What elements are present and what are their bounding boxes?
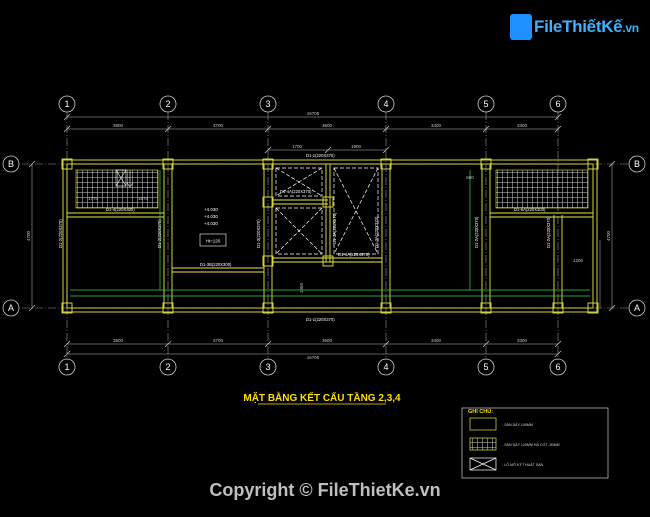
logo-badge-icon bbox=[510, 14, 532, 40]
level-note-1: +4.030 bbox=[204, 207, 218, 212]
dim-span-1-2-top: 3800 bbox=[113, 123, 124, 128]
legend-item-1: - SÀN DÀY 100MM bbox=[502, 423, 533, 427]
axis-label-col-5-bottom: 5 bbox=[483, 362, 488, 372]
left-opening bbox=[115, 169, 134, 188]
axis-label-col-4-top: 4 bbox=[383, 99, 388, 109]
beam-label-left-vertical: D1-2(220X370) bbox=[58, 219, 63, 248]
dim-local-1050: 1050 bbox=[299, 282, 304, 293]
axis-label-col-1-top: 1 bbox=[64, 99, 69, 109]
dimension-texts: 16700 3800 3700 3600 3400 3300 1700 1900… bbox=[26, 111, 611, 360]
legend-item-3: - LỖ MỞ KỸ THUẬT SÀN bbox=[502, 462, 543, 467]
dim-span-3-4-bottom: 3600 bbox=[322, 338, 333, 343]
axis-label-col-6-bottom: 6 bbox=[555, 362, 560, 372]
legend: GHI CHÚ: - SÀN DÀY 100MM - SÀN DÀY 120MM… bbox=[461, 407, 609, 479]
stair-openings bbox=[275, 167, 379, 255]
axis-label-col-1-bottom: 1 bbox=[64, 362, 69, 372]
slab-tag-text: Ht=120 bbox=[206, 239, 221, 244]
axis-label-col-4-bottom: 4 bbox=[383, 362, 388, 372]
beam-label-room2-bottom: D1-3B(220X300) bbox=[200, 262, 232, 267]
beam-label-col2-vertical: D1-2(220X370) bbox=[157, 219, 162, 248]
dim-span-5-6-top: 3300 bbox=[517, 123, 528, 128]
beam-label-top-mid: D1-1(220X370) bbox=[306, 153, 335, 158]
dim-span-1-2-bottom: 3800 bbox=[113, 338, 124, 343]
dim-overall-top: 16700 bbox=[307, 111, 320, 116]
legend-title: GHI CHÚ: bbox=[468, 408, 493, 415]
dim-stair-split-1: 1700 bbox=[292, 144, 303, 149]
copyright-watermark: Copyright © FileThietKe.vn bbox=[209, 480, 441, 500]
legend-swatch-slab-120 bbox=[469, 437, 497, 451]
beam-labels: D1-1(220X370) D1-1(220X370) D1-4A(220X37… bbox=[58, 153, 551, 322]
secondary-beams bbox=[70, 170, 590, 297]
beam-label-mid-left-vertical: D1-3(220X370) bbox=[256, 219, 261, 248]
axis-bubbles-bottom bbox=[58, 358, 567, 376]
beam-label-right-room: D1-5A(220X300) bbox=[514, 207, 546, 212]
dim-span-4-5-top: 3400 bbox=[431, 123, 442, 128]
legend-swatch-slab-100 bbox=[469, 417, 497, 431]
dim-vertical-left: 4700 bbox=[26, 230, 31, 241]
drawing-title: MẶT BẰNG KẾT CẤU TẦNG 2,3,4 bbox=[243, 391, 401, 404]
beam-label-stair-vertical: D1-3A(220X370) bbox=[332, 212, 337, 244]
dim-vertical-right: 4700 bbox=[606, 230, 611, 241]
axis-label-row-a-left: A bbox=[8, 303, 14, 313]
axis-label-col-6-top: 6 bbox=[555, 99, 560, 109]
axis-bubble-labels: 1 2 3 4 5 6 1 2 3 4 5 6 B A B A bbox=[8, 99, 640, 372]
filethietke-logo: FileThiếtKế.vn bbox=[510, 14, 639, 40]
level-notes: +4.030 +4.030 +4.030 bbox=[204, 207, 218, 226]
beam-label-col5-vertical: D1-2A(220X370) bbox=[474, 216, 479, 248]
level-note-3: +4.030 bbox=[204, 221, 218, 226]
dim-span-5-6-bottom: 3300 bbox=[517, 338, 528, 343]
axis-label-col-5-top: 5 bbox=[483, 99, 488, 109]
beam-label-bottom-mid: D1-1(220X370) bbox=[306, 317, 335, 322]
beam-label-stair-top: D1-4A(220X370) bbox=[280, 189, 312, 194]
legend-item-2: - SÀN DÀY 120MM HẠ CỐT -50MM bbox=[502, 442, 560, 447]
hatched-slabs bbox=[75, 169, 589, 209]
beams bbox=[62, 159, 598, 313]
legend-swatch-opening bbox=[469, 457, 497, 471]
dim-span-2-3-top: 3700 bbox=[213, 123, 224, 128]
slab-tag: Ht=120 bbox=[199, 233, 227, 247]
dimension-ticks bbox=[28, 113, 616, 358]
axis-label-col-3-bottom: 3 bbox=[265, 362, 270, 372]
dim-span-3-4-top: 3600 bbox=[322, 123, 333, 128]
axis-bubbles-top bbox=[58, 95, 567, 113]
dimension-lines bbox=[31, 116, 613, 355]
axis-label-col-3-top: 3 bbox=[265, 99, 270, 109]
dim-overall-bottom: 16700 bbox=[307, 355, 320, 360]
axis-label-col-2-bottom: 2 bbox=[165, 362, 170, 372]
axis-bubbles-rows bbox=[2, 155, 646, 317]
axis-label-row-b-left: B bbox=[8, 159, 14, 169]
dim-local-1200: 1200 bbox=[573, 258, 584, 263]
dim-span-2-3-bottom: 3700 bbox=[213, 338, 224, 343]
dim-span-4-5-bottom: 3400 bbox=[431, 338, 442, 343]
axis-label-row-b-right: B bbox=[634, 159, 640, 169]
logo-text: FileThiếtKế.vn bbox=[534, 17, 639, 36]
columns bbox=[61, 158, 599, 314]
beam-label-mid-right-vertical: D1-3A(220X370) bbox=[374, 216, 379, 248]
axis-label-row-a-right: A bbox=[634, 303, 640, 313]
beam-label-stair-bottom: D1-4A(220X370) bbox=[338, 252, 370, 257]
beam-label-left-room: D1-4(220X300) bbox=[106, 207, 135, 212]
beam-label-col6-vertical: D1-2A(220X370) bbox=[546, 216, 551, 248]
dim-stair-split-2: 1900 bbox=[351, 144, 362, 149]
level-note-2: +4.030 bbox=[204, 214, 218, 219]
axis-label-col-2-top: 2 bbox=[165, 99, 170, 109]
